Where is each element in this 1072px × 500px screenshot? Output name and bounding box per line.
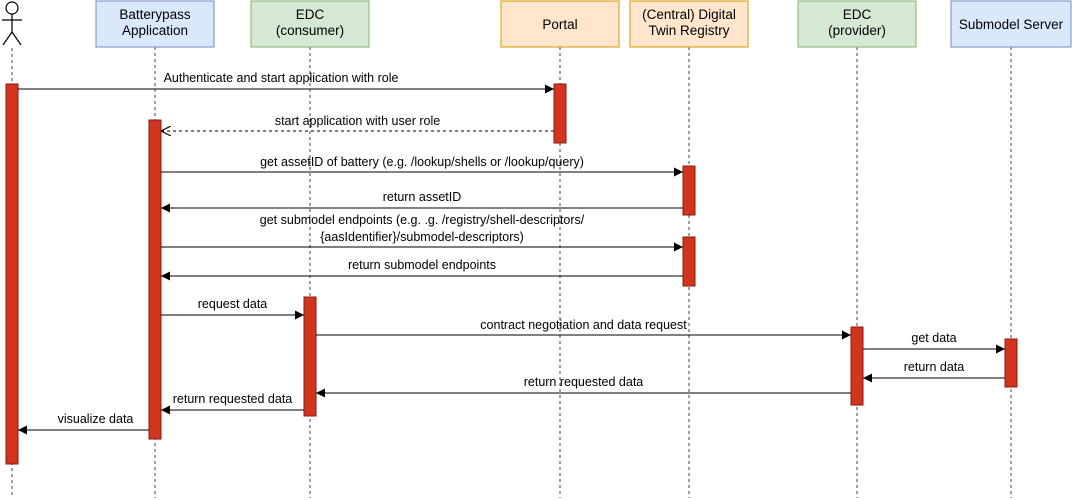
participant-label: Portal [542, 17, 577, 32]
lifelines [11, 47, 1012, 498]
activation-bar-dtr [682, 236, 696, 287]
message-1: Authenticate and start application with … [18, 71, 554, 94]
message-4: return assetID [161, 190, 683, 213]
message-11: return requested data [316, 375, 851, 398]
messages: Authenticate and start application with … [18, 71, 1005, 435]
actor-icon [2, 1, 22, 46]
message-13: visualize data [18, 412, 149, 435]
participant-headers: BatterypassApplicationEDC(consumer)Porta… [2, 0, 1072, 48]
message-label: Authenticate and start application with … [164, 71, 399, 85]
participant-edcp: EDC(provider) [797, 0, 917, 48]
activation-bar-portal [553, 83, 567, 144]
activation-bar-edcc [303, 296, 317, 417]
activation-bar-app [148, 119, 162, 440]
activation-bar-edcp [850, 326, 864, 406]
message-label: {aasIdentifier}/submodel-descriptors) [320, 230, 524, 244]
message-label: start application with user role [275, 114, 440, 128]
message-label: request data [198, 297, 268, 311]
message-3: get assetID of battery (e.g. /lookup/she… [161, 155, 683, 177]
message-5: get submodel endpoints (e.g. .g. /regist… [161, 213, 683, 252]
participant-label: Batterypass [119, 7, 191, 22]
activation-bar-dtr [682, 165, 696, 216]
participant-label: Twin Registry [648, 23, 729, 38]
message-label: return requested data [173, 392, 293, 406]
activation-bar-user [5, 83, 19, 465]
message-label: return requested data [524, 375, 644, 389]
message-6: return submodel endpoints [161, 258, 683, 281]
participant-label: (provider) [828, 23, 886, 38]
message-label: get submodel endpoints (e.g. .g. /regist… [260, 213, 585, 227]
message-8: contract negotiation and data request [316, 318, 851, 340]
message-10: return data [863, 360, 1005, 383]
message-label: visualize data [58, 412, 134, 426]
participant-label: EDC [296, 7, 325, 22]
participant-label: (Central) Digital [642, 7, 736, 22]
activation-bar-sub [1004, 338, 1018, 388]
message-label: return submodel endpoints [348, 258, 496, 272]
message-12: return requested data [161, 392, 304, 415]
participant-label: Application [122, 23, 188, 38]
activation-bars [5, 83, 1018, 465]
message-label: contract negotiation and data request [480, 318, 687, 332]
message-label: get assetID of battery (e.g. /lookup/she… [260, 155, 584, 169]
participant-label: EDC [843, 7, 872, 22]
message-label: return assetID [383, 190, 462, 204]
participant-edcc: EDC(consumer) [250, 0, 370, 48]
participant-sub: Submodel Server [950, 0, 1072, 48]
message-label: return data [904, 360, 965, 374]
participant-label: Submodel Server [959, 17, 1064, 32]
message-9: get data [863, 331, 1005, 354]
participant-label: (consumer) [276, 23, 344, 38]
message-2: start application with user role [161, 114, 554, 131]
participant-portal: Portal [500, 0, 620, 48]
message-label: get data [911, 331, 956, 345]
message-7: request data [161, 297, 304, 320]
